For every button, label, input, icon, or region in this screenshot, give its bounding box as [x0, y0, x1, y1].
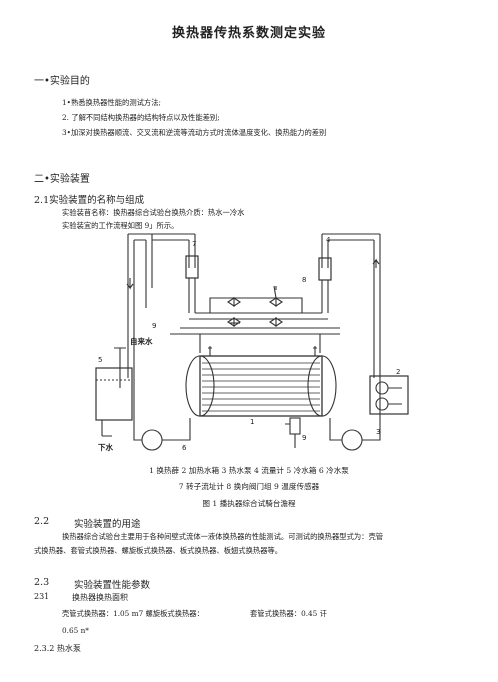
- valve-1: [227, 296, 241, 308]
- section-2-1-line-1: 实验装苜名称：换热器综合试验台换热介质：热水一冷水: [62, 208, 245, 217]
- section-2-2-heading: 实验装置的用途: [74, 519, 141, 530]
- exchanger-area-line-2: 0.65 n*: [62, 626, 89, 635]
- cold-pump-6: [141, 429, 163, 451]
- label-drain: 下水: [98, 442, 113, 452]
- label-tap-water: 自来水: [130, 336, 153, 346]
- hot-pump-3: [341, 429, 363, 451]
- right-outer-pipe: [322, 233, 381, 378]
- label-3: 3: [376, 428, 380, 436]
- objective-item-3: 3•加深对换热器顺流、交叉流和逆流等流动方式时流体温度变化、换热能力的差别: [62, 128, 327, 137]
- label-9-bottom: 9: [302, 434, 306, 442]
- label-5: 5: [98, 356, 102, 364]
- label-8: 8: [302, 276, 306, 284]
- label-9-top: 9: [152, 322, 156, 330]
- label-6: 6: [182, 444, 187, 452]
- section-2-1-heading: 2.1实验装置的名称与组成: [34, 195, 145, 206]
- exchanger-tubes: [202, 362, 320, 412]
- figure-legend-2: 7 转子流址计 8 换向阀门组 9 温度传感器: [178, 482, 320, 491]
- left-inner-pipe: [145, 234, 153, 308]
- section-2-2-number: 2.2: [34, 516, 50, 527]
- left-outer-pipe: [127, 233, 152, 378]
- section-2-3-number: 2.3: [34, 577, 50, 588]
- page-title: 换热器传热系数测定实验: [171, 26, 326, 41]
- section-2-3-1-heading: 换热器换热面积: [72, 593, 128, 602]
- flowmeter-4: [318, 257, 332, 281]
- objective-item-1: 1•熟悉换热器性能的测试方法;: [62, 98, 161, 107]
- flow-diagram: 7 4 8 9 自来水 5 2 1 9 下水 6 3: [95, 233, 409, 452]
- valve-4: [269, 316, 283, 328]
- section-2-3-heading: 实验装置性能参数: [74, 580, 151, 591]
- valve-group-pipes: [189, 297, 328, 320]
- figure-caption: 图 1 播执器综合试騎台澹程: [202, 499, 296, 508]
- section-2-heading: 二•实验装置: [34, 174, 90, 185]
- exchanger-area-line: 壳管式换热器：1.05 m7 螺旋板式换热器：: [62, 609, 204, 618]
- objective-item-2: 2. 了解不同结构换热器的结构特点以及性能差别;: [62, 113, 220, 122]
- section-2-2-line-2: 式换热器、套管式换热器、螺旋板式换热器、板式换热器、板翅式换热器等。: [34, 546, 283, 555]
- section-1-heading: 一•实验目的: [34, 76, 90, 87]
- cold-water-tank-5: [95, 367, 133, 421]
- figure-legend-1: 1 换热薛 2 加热水箱 3 热水泵 4 流量计 5 冷水箱 6 冷水泵: [149, 466, 349, 475]
- section-2-1-line-2: 实验装宜的工作流程如图 9」所示。: [62, 221, 179, 230]
- exchanger-area-line-b: 套管式换热器：0.45 讦: [250, 609, 327, 618]
- top-pipe-left: [152, 233, 196, 268]
- rotameter-7: [185, 255, 199, 279]
- label-1: 1: [250, 418, 254, 426]
- heater-tank-2: [369, 375, 409, 415]
- exchanger-shell: [199, 355, 323, 417]
- section-2-2-line-1: 换热器综合试验台主要用于各种间壁式流体一液体换热器的性能测试。可测试的换热器型式…: [62, 532, 384, 541]
- valve-3: [227, 316, 241, 328]
- label-7: 7: [192, 240, 196, 248]
- valve-2: [269, 296, 283, 308]
- label-2: 2: [396, 368, 400, 376]
- section-2-3-1-number: 231: [34, 592, 50, 601]
- label-4: 4: [326, 236, 331, 244]
- section-2-3-2-heading: 2.3.2 热水泵: [34, 644, 81, 653]
